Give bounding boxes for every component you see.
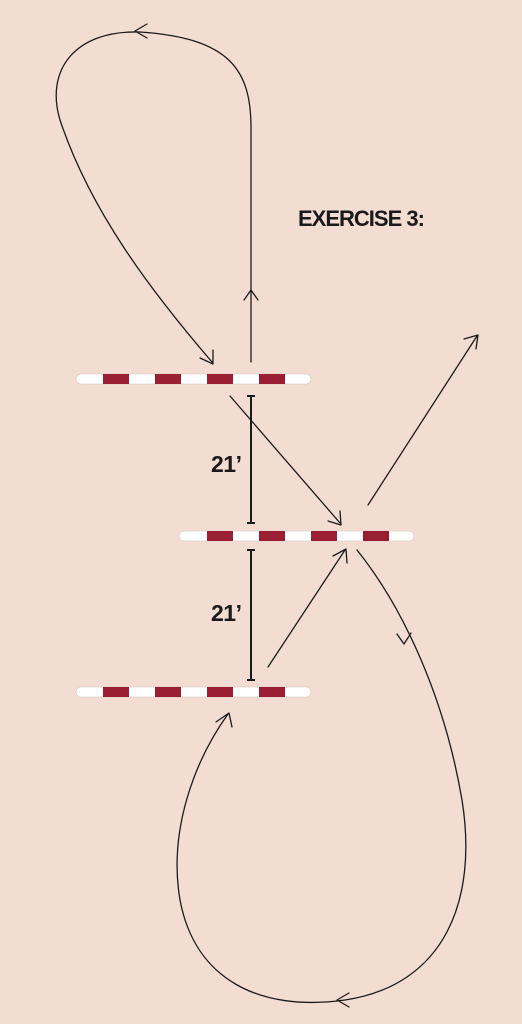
- arrow-up-middle-pole-icon: [332, 548, 348, 564]
- ground-pole-middle: [178, 530, 415, 542]
- distance-label-lower: 21’: [211, 600, 242, 626]
- arrow-left-bottom-icon: [336, 992, 350, 1008]
- path-lower-loop: [176, 549, 467, 1004]
- arrow-down-right-icon: [396, 632, 412, 645]
- arrow-down-middle-pole-icon: [327, 510, 342, 526]
- arrow-down-top-pole-icon: [199, 349, 214, 365]
- distance-marker-lower: [247, 549, 255, 681]
- path-exit-diagonal: [367, 335, 478, 506]
- arrow-up-icon: [243, 289, 259, 301]
- ground-pole-bottom: [75, 686, 312, 698]
- distance-label-upper: 21’: [211, 451, 242, 477]
- arrow-exit-icon: [463, 334, 479, 350]
- path-diagonal-down: [229, 395, 341, 524]
- ground-pole-top: [75, 373, 312, 385]
- page-title: EXERCISE 3:: [298, 206, 425, 231]
- arrow-left-top-icon: [134, 23, 148, 39]
- arrow-up-bottom-pole-icon: [215, 712, 233, 728]
- path-diagonal-up: [267, 549, 346, 668]
- distance-marker-upper: [247, 395, 255, 524]
- path-upper-loop: [55, 31, 252, 363]
